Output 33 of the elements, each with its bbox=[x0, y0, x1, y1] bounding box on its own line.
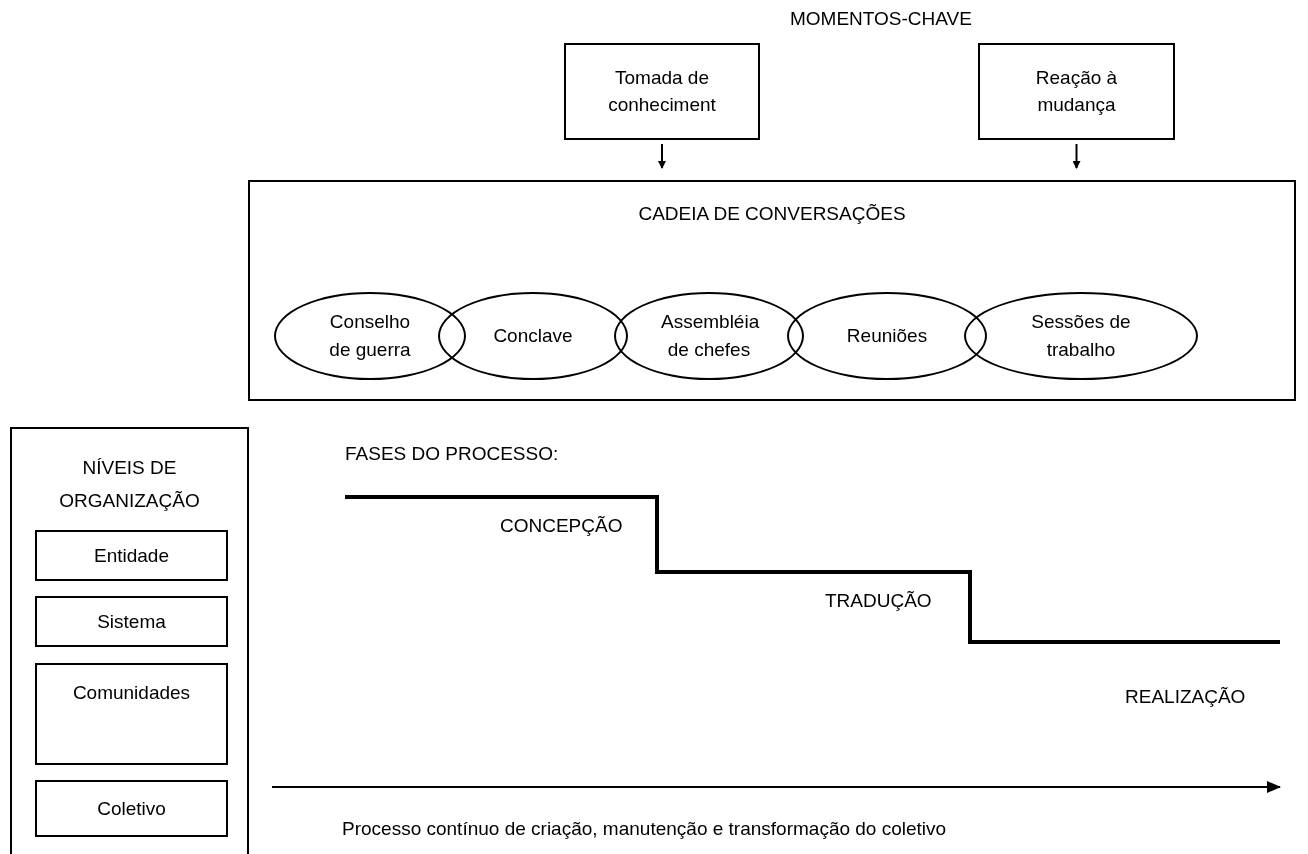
moment-box bbox=[564, 43, 760, 140]
axis-caption: Processo contínuo de criação, manutenção e transformação do coletivo bbox=[342, 818, 947, 840]
arrow bbox=[1072, 143, 1081, 169]
section-heading: FASES DO PROCESSO: bbox=[345, 443, 559, 465]
conversation-label: Conclave bbox=[492, 324, 574, 349]
box-label: Tomada de conheciment bbox=[607, 65, 717, 118]
box-label: Coletivo bbox=[96, 796, 167, 821]
conversation-ellipse bbox=[787, 292, 987, 380]
moment-box bbox=[978, 43, 1175, 140]
box-label: Comunidades bbox=[71, 681, 192, 705]
conversation-chain-panel bbox=[248, 180, 1296, 401]
conversation-ellipse bbox=[438, 292, 628, 380]
box-label: Sistema bbox=[96, 609, 167, 634]
conversation-ellipse bbox=[614, 292, 804, 380]
arrow bbox=[658, 143, 666, 169]
conversation-label: Sessões de trabalho bbox=[1030, 310, 1132, 362]
level-box bbox=[35, 780, 228, 837]
level-box bbox=[35, 663, 228, 765]
levels-panel bbox=[10, 427, 249, 854]
phase-label: CONCEPÇÃO bbox=[500, 515, 623, 537]
phase-label: REALIZAÇÃO bbox=[1125, 686, 1246, 708]
level-box bbox=[35, 530, 228, 581]
phase-label: TRADUÇÃO bbox=[825, 590, 932, 612]
panel-title: NÍVEIS DE ORGANIZAÇÃO bbox=[58, 456, 201, 514]
conversation-ellipse bbox=[964, 292, 1198, 380]
conversation-ellipse bbox=[274, 292, 466, 380]
conversation-label: Reuniões bbox=[845, 324, 929, 349]
conversation-label: Conselho de guerra bbox=[328, 310, 412, 362]
box-label: Reação à mudança bbox=[1034, 65, 1119, 118]
level-box bbox=[35, 596, 228, 647]
panel-title: CADEIA DE CONVERSAÇÕES bbox=[637, 202, 907, 226]
box-label: Entidade bbox=[93, 543, 170, 568]
section-heading: MOMENTOS-CHAVE bbox=[790, 8, 972, 30]
